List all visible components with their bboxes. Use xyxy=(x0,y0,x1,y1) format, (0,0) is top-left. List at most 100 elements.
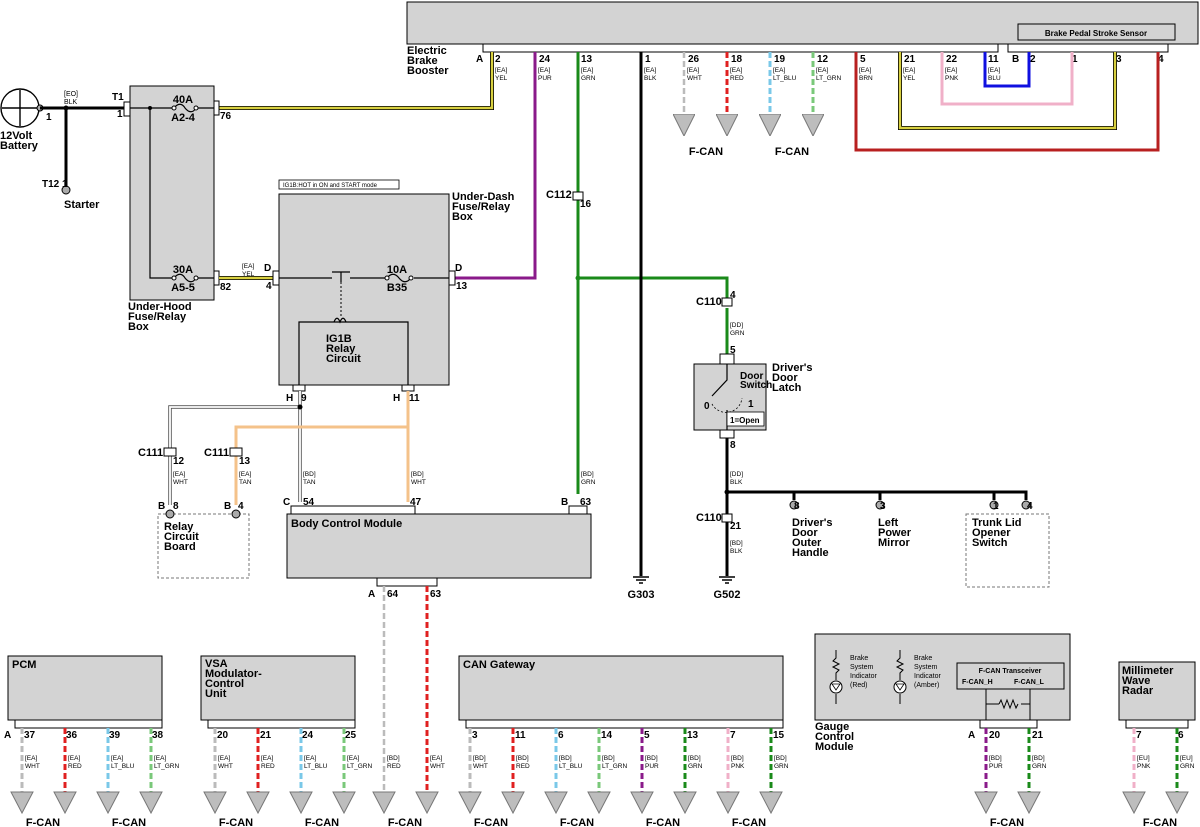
fcan-arrow xyxy=(415,791,439,815)
fuse-30a xyxy=(173,273,197,283)
udfrb-h2: H xyxy=(393,393,400,404)
label-line: Modulator- xyxy=(205,668,262,680)
vsa-pin-24: 24 xyxy=(302,730,314,741)
label-line: Battery xyxy=(0,140,39,152)
wirelbl-ebb12: [EA]LT_GRN xyxy=(816,67,841,82)
wire-code: [BD] xyxy=(730,540,743,547)
wire-color: GRN xyxy=(730,330,745,337)
label-line: Control xyxy=(815,731,854,743)
rcb-p2-conn: B xyxy=(224,501,231,512)
wire-color: WHT xyxy=(473,763,488,770)
wirelbl-ebb18: [EA]RED xyxy=(730,67,744,82)
ebb-conn-a-label: A xyxy=(476,54,483,65)
label-line: Box xyxy=(452,211,474,223)
bcm-c: C xyxy=(283,497,290,508)
ebb-connector-a xyxy=(482,43,999,53)
c112-label: C112 xyxy=(546,189,572,201)
wire-color: BRN xyxy=(859,75,873,82)
wire-ebb22-pnk xyxy=(940,52,1074,106)
wire-color: PUR xyxy=(989,763,1003,770)
wire-code: [BD] xyxy=(559,755,572,762)
wire-color: BLK xyxy=(644,75,657,82)
wire-color: TAN xyxy=(303,479,316,486)
fuse-10a-amp: 10A xyxy=(387,264,407,276)
fcan-label: F-CAN xyxy=(560,817,594,827)
fcan-label-ebb-2: F-CAN xyxy=(775,146,809,158)
wire-code: [BD] xyxy=(989,755,1002,762)
trunk-pin-2: 4 xyxy=(1027,501,1033,512)
uhfrb-pin-76: 76 xyxy=(220,111,232,122)
can-gateway-box xyxy=(458,655,784,721)
ebb-pin-18: 18 xyxy=(731,54,743,65)
wirelbl-bcm47: [BD]WHT xyxy=(411,471,426,486)
wire-color: LT_BLU xyxy=(111,763,135,770)
under-dash-fuse-relay-box xyxy=(278,193,450,386)
wire-color: WHT xyxy=(218,763,233,770)
mirror-pin: 3 xyxy=(880,501,886,512)
bcm-pin-63a: 63 xyxy=(430,589,442,600)
uhfrb-t1-pin: 1 xyxy=(117,109,123,120)
fcan-label: F-CAN xyxy=(474,817,508,827)
wire-code: [BD] xyxy=(411,471,424,478)
gw-pin-6: 6 xyxy=(558,730,564,741)
wire-ebb21-yel xyxy=(898,52,1117,130)
wirelbl-g502: [BD]BLK xyxy=(730,540,743,555)
wire-ebb5-brn xyxy=(854,52,1160,152)
body-control-module-box xyxy=(286,513,592,579)
wire-code: [EA] xyxy=(773,67,785,74)
brake-indicator-red-icon xyxy=(831,650,841,704)
gcm-pin-20: 20 xyxy=(989,730,1001,741)
wire-code: [BD] xyxy=(774,755,787,762)
ebb-pin-2: 2 xyxy=(495,54,501,65)
c111-a-label: C111 xyxy=(138,447,163,459)
trunk-pin-1: 1 xyxy=(993,501,999,512)
c111-a-pin: 12 xyxy=(173,456,185,467)
fcan-arrow xyxy=(1122,791,1146,815)
pcm-conn: A xyxy=(4,730,11,741)
wire-code: [BD] xyxy=(581,471,594,478)
battery-pin: 1 xyxy=(46,112,52,123)
wire-color: LT_GRN xyxy=(347,763,372,770)
wire-code: [EA] xyxy=(859,67,871,74)
wire-color: YEL xyxy=(495,75,508,82)
label-line: Door xyxy=(792,527,818,539)
g303-label: G303 xyxy=(628,589,655,601)
fcan-arrow xyxy=(53,791,77,815)
can-gateway-label: CAN Gateway xyxy=(463,659,536,671)
vsa-pin-20: 20 xyxy=(217,730,229,741)
uhfrb-pin-82: 82 xyxy=(220,282,232,293)
wire-ebb21-outline xyxy=(898,52,1117,130)
latch-pin-5: 5 xyxy=(730,345,736,356)
wire-color: GRN xyxy=(688,763,703,770)
wire-grn-branch xyxy=(578,276,729,300)
fuse-40a-id: A2-4 xyxy=(171,112,196,124)
udfrb-d-out: D xyxy=(455,263,462,274)
brake-indicator-amber-icon xyxy=(895,650,905,704)
bcm-pin-63b: 63 xyxy=(580,497,592,508)
fcan-arrow xyxy=(10,791,34,815)
brake-pedal-stroke-sensor-box xyxy=(1017,23,1176,41)
wire-code: [EA] xyxy=(347,755,359,762)
c110-bot-label: C110 xyxy=(696,512,722,524)
wire-color: LT_GRN xyxy=(602,763,627,770)
fcan-label: F-CAN xyxy=(1143,817,1177,827)
fcan-label-ebb-1: F-CAN xyxy=(689,146,723,158)
wire-ebb2-yel xyxy=(218,52,494,110)
wirelbl-ebb24: [EA]PUR xyxy=(538,67,552,82)
bpss-pin-1: 1 xyxy=(1072,54,1078,65)
bcm-a: A xyxy=(368,589,375,600)
fcan-l-label: F-CAN_L xyxy=(1014,679,1045,686)
wire-color: WHT xyxy=(411,479,426,486)
label-line: IG1B xyxy=(326,333,352,345)
door-switch-0: 0 xyxy=(704,401,710,412)
label-line: Wave xyxy=(1122,675,1150,687)
gw-pin-3: 3 xyxy=(472,730,478,741)
fuse-30a-id: A5-5 xyxy=(171,282,195,294)
